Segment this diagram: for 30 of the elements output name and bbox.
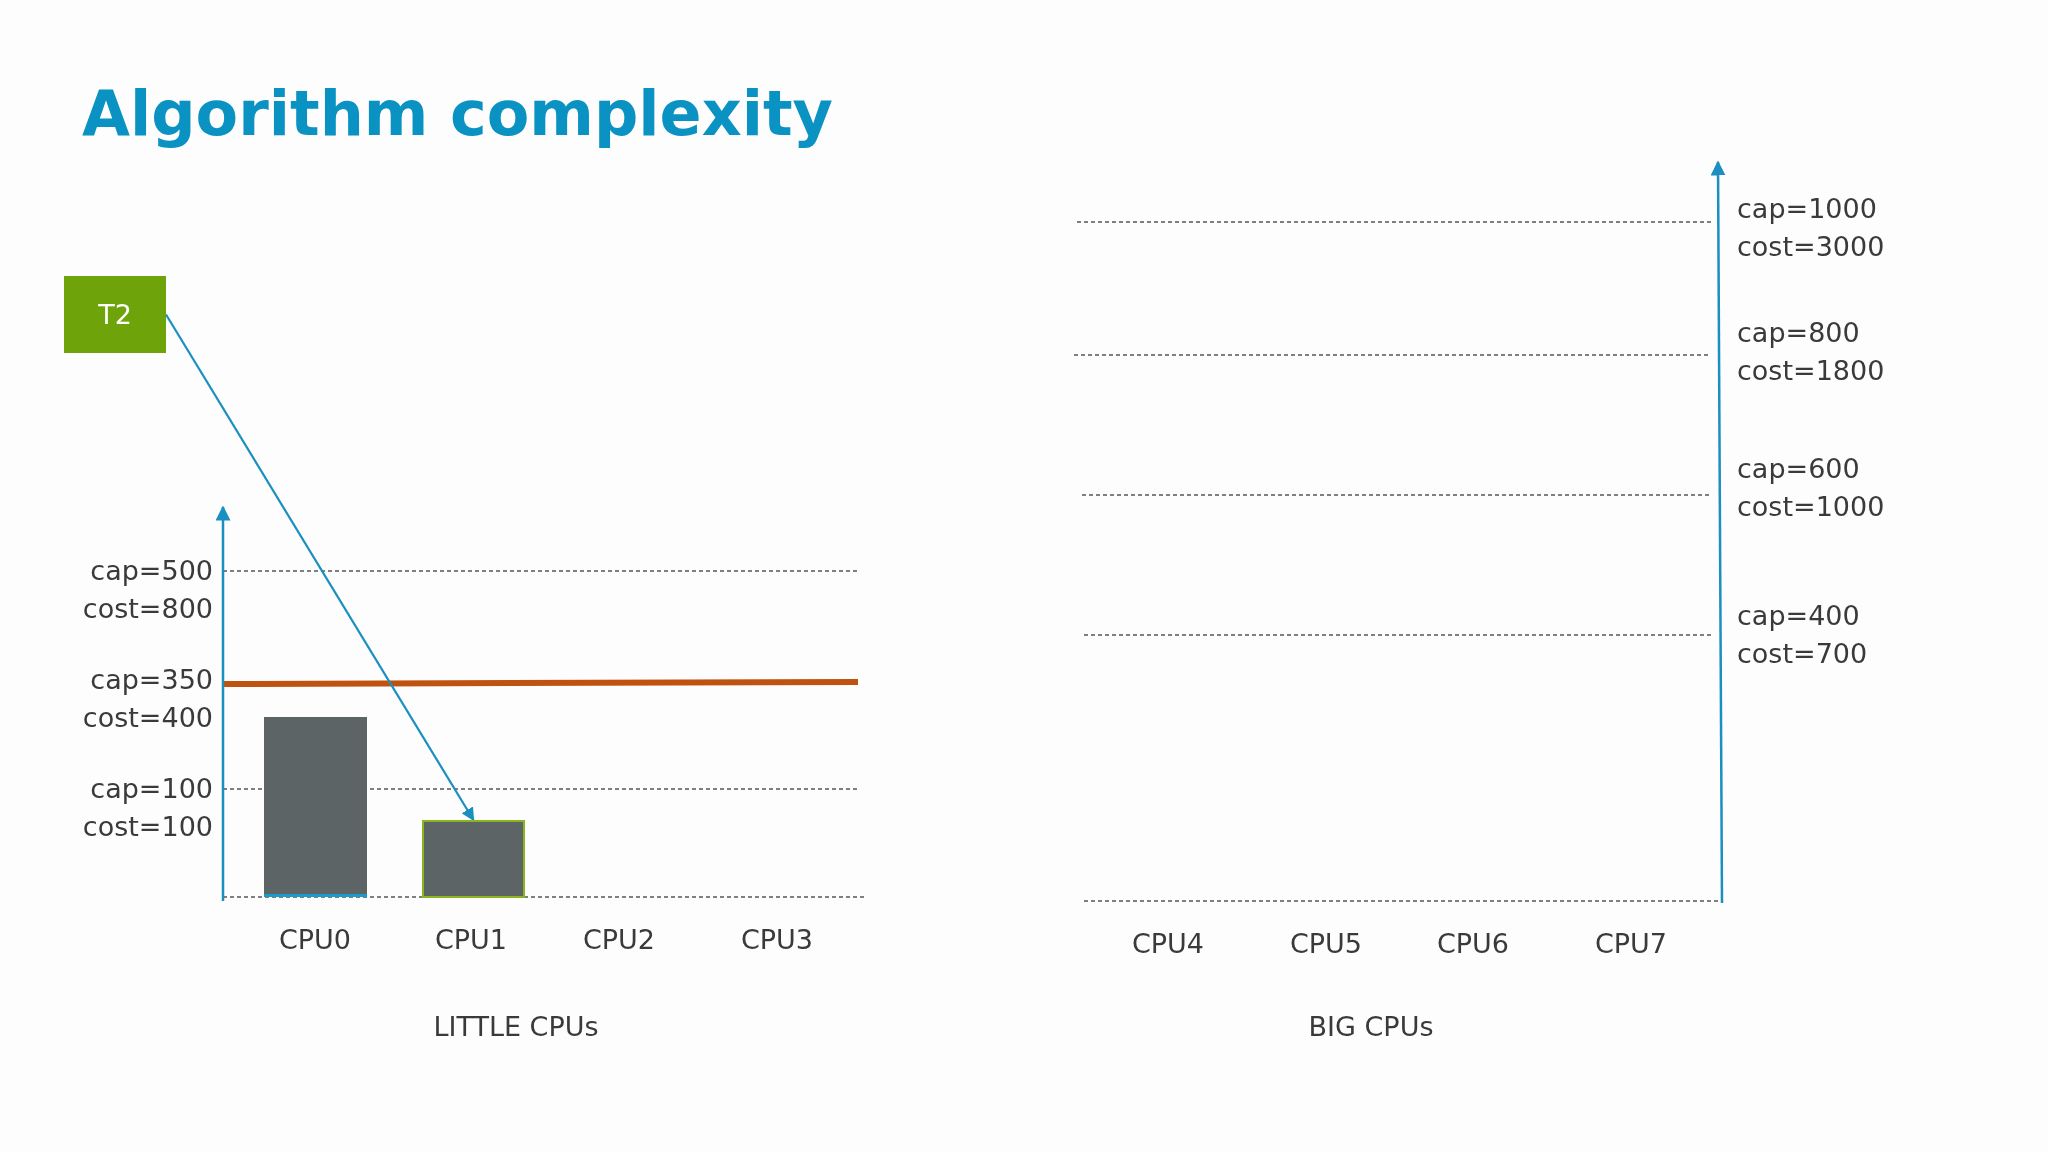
slide-title: Algorithm complexity	[82, 78, 833, 150]
cpu-label: CPU5	[1289, 928, 1363, 960]
level-label: cap=350	[90, 664, 213, 696]
group-label: LITTLE CPUs	[433, 1011, 599, 1043]
level-label: cost=3000	[1737, 231, 1885, 263]
load-bar	[422, 820, 525, 898]
cpu-label: CPU3	[740, 924, 814, 956]
cpu-label: CPU2	[582, 924, 656, 956]
level-label: cap=1000	[1737, 193, 1877, 225]
arrow	[165, 313, 475, 822]
level-label: cap=100	[90, 773, 213, 805]
load-bar	[264, 717, 367, 897]
level-label: cost=1000	[1737, 491, 1885, 523]
cpu-label: CPU0	[278, 924, 352, 956]
level-label: cap=400	[1737, 600, 1860, 632]
cpu-label: CPU7	[1594, 928, 1668, 960]
cpu-label: CPU4	[1131, 928, 1205, 960]
cpu-label: CPU1	[434, 924, 508, 956]
level-label: cost=100	[82, 811, 213, 843]
task-box	[64, 276, 166, 353]
level-label: cap=500	[90, 555, 213, 587]
level-label: cost=800	[82, 593, 213, 625]
group-label: BIG CPUs	[1308, 1011, 1434, 1043]
level-label: cost=400	[82, 702, 213, 734]
task-label: T2	[98, 299, 132, 330]
level-label: cap=800	[1737, 317, 1860, 349]
level-label: cap=600	[1737, 453, 1860, 485]
cpu-label: CPU6	[1436, 928, 1510, 960]
level-label: cost=1800	[1737, 355, 1885, 387]
level-label: cost=700	[1737, 638, 1868, 670]
